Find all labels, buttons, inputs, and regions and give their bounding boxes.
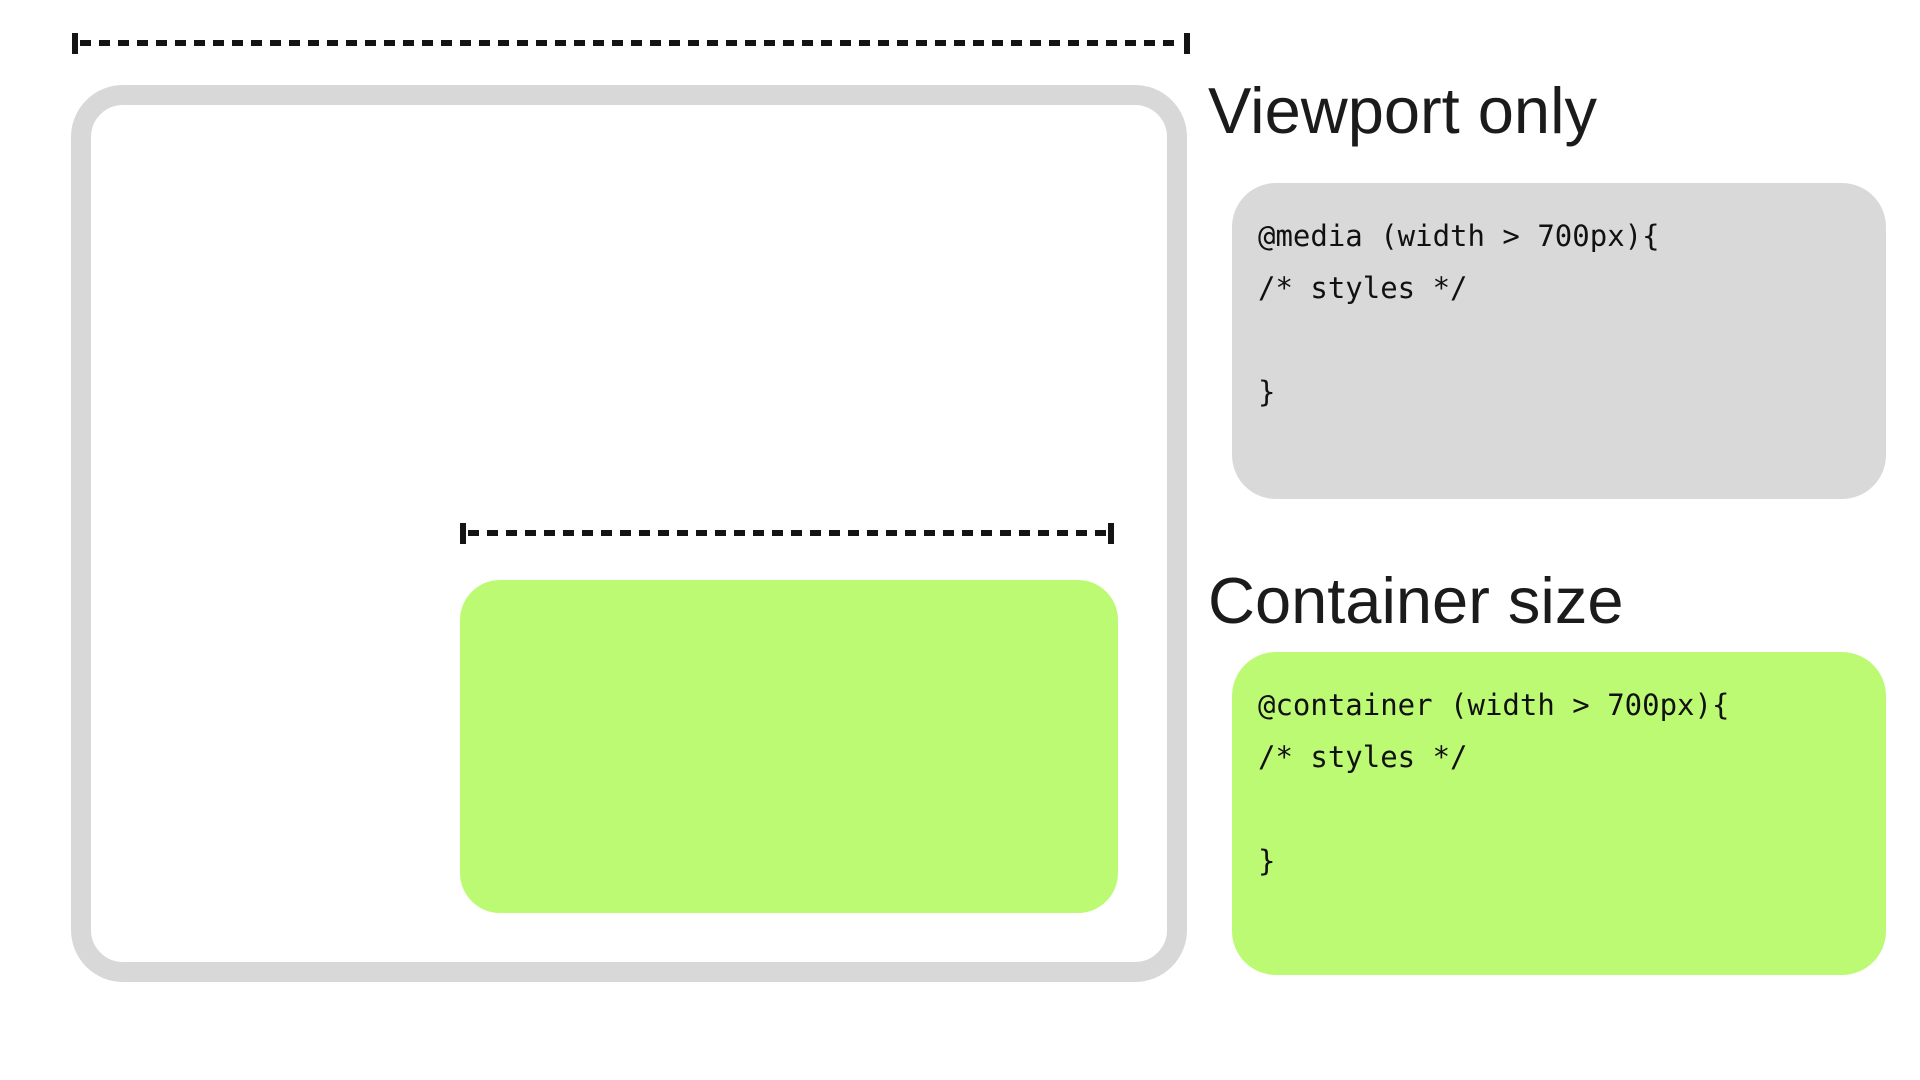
container-size-heading: Container size	[1208, 564, 1624, 637]
container-box	[460, 580, 1118, 913]
code-line: @container (width > 700px){	[1258, 688, 1730, 722]
code-line: }	[1258, 844, 1276, 878]
code-line: /* styles */	[1258, 271, 1468, 305]
measure-left-tick-icon	[72, 32, 78, 54]
measure-dashed-line-icon	[468, 530, 1106, 536]
code-line: @media (width > 700px){	[1258, 219, 1660, 253]
measure-right-tick-icon	[1108, 522, 1114, 544]
code-line: /* styles */	[1258, 740, 1468, 774]
measure-dashed-line-icon	[80, 40, 1182, 46]
measure-right-tick-icon	[1184, 32, 1190, 54]
measure-left-tick-icon	[460, 522, 466, 544]
viewport-width-measure-line	[72, 32, 1190, 54]
media-query-code-block: @media (width > 700px){ /* styles */ }	[1232, 183, 1886, 499]
container-width-measure-line	[460, 522, 1114, 544]
code-line	[1258, 783, 1866, 835]
viewport-only-heading: Viewport only	[1208, 74, 1598, 147]
container-query-code-block: @container (width > 700px){ /* styles */…	[1232, 652, 1886, 975]
code-line: }	[1258, 375, 1276, 409]
code-line	[1258, 314, 1866, 366]
